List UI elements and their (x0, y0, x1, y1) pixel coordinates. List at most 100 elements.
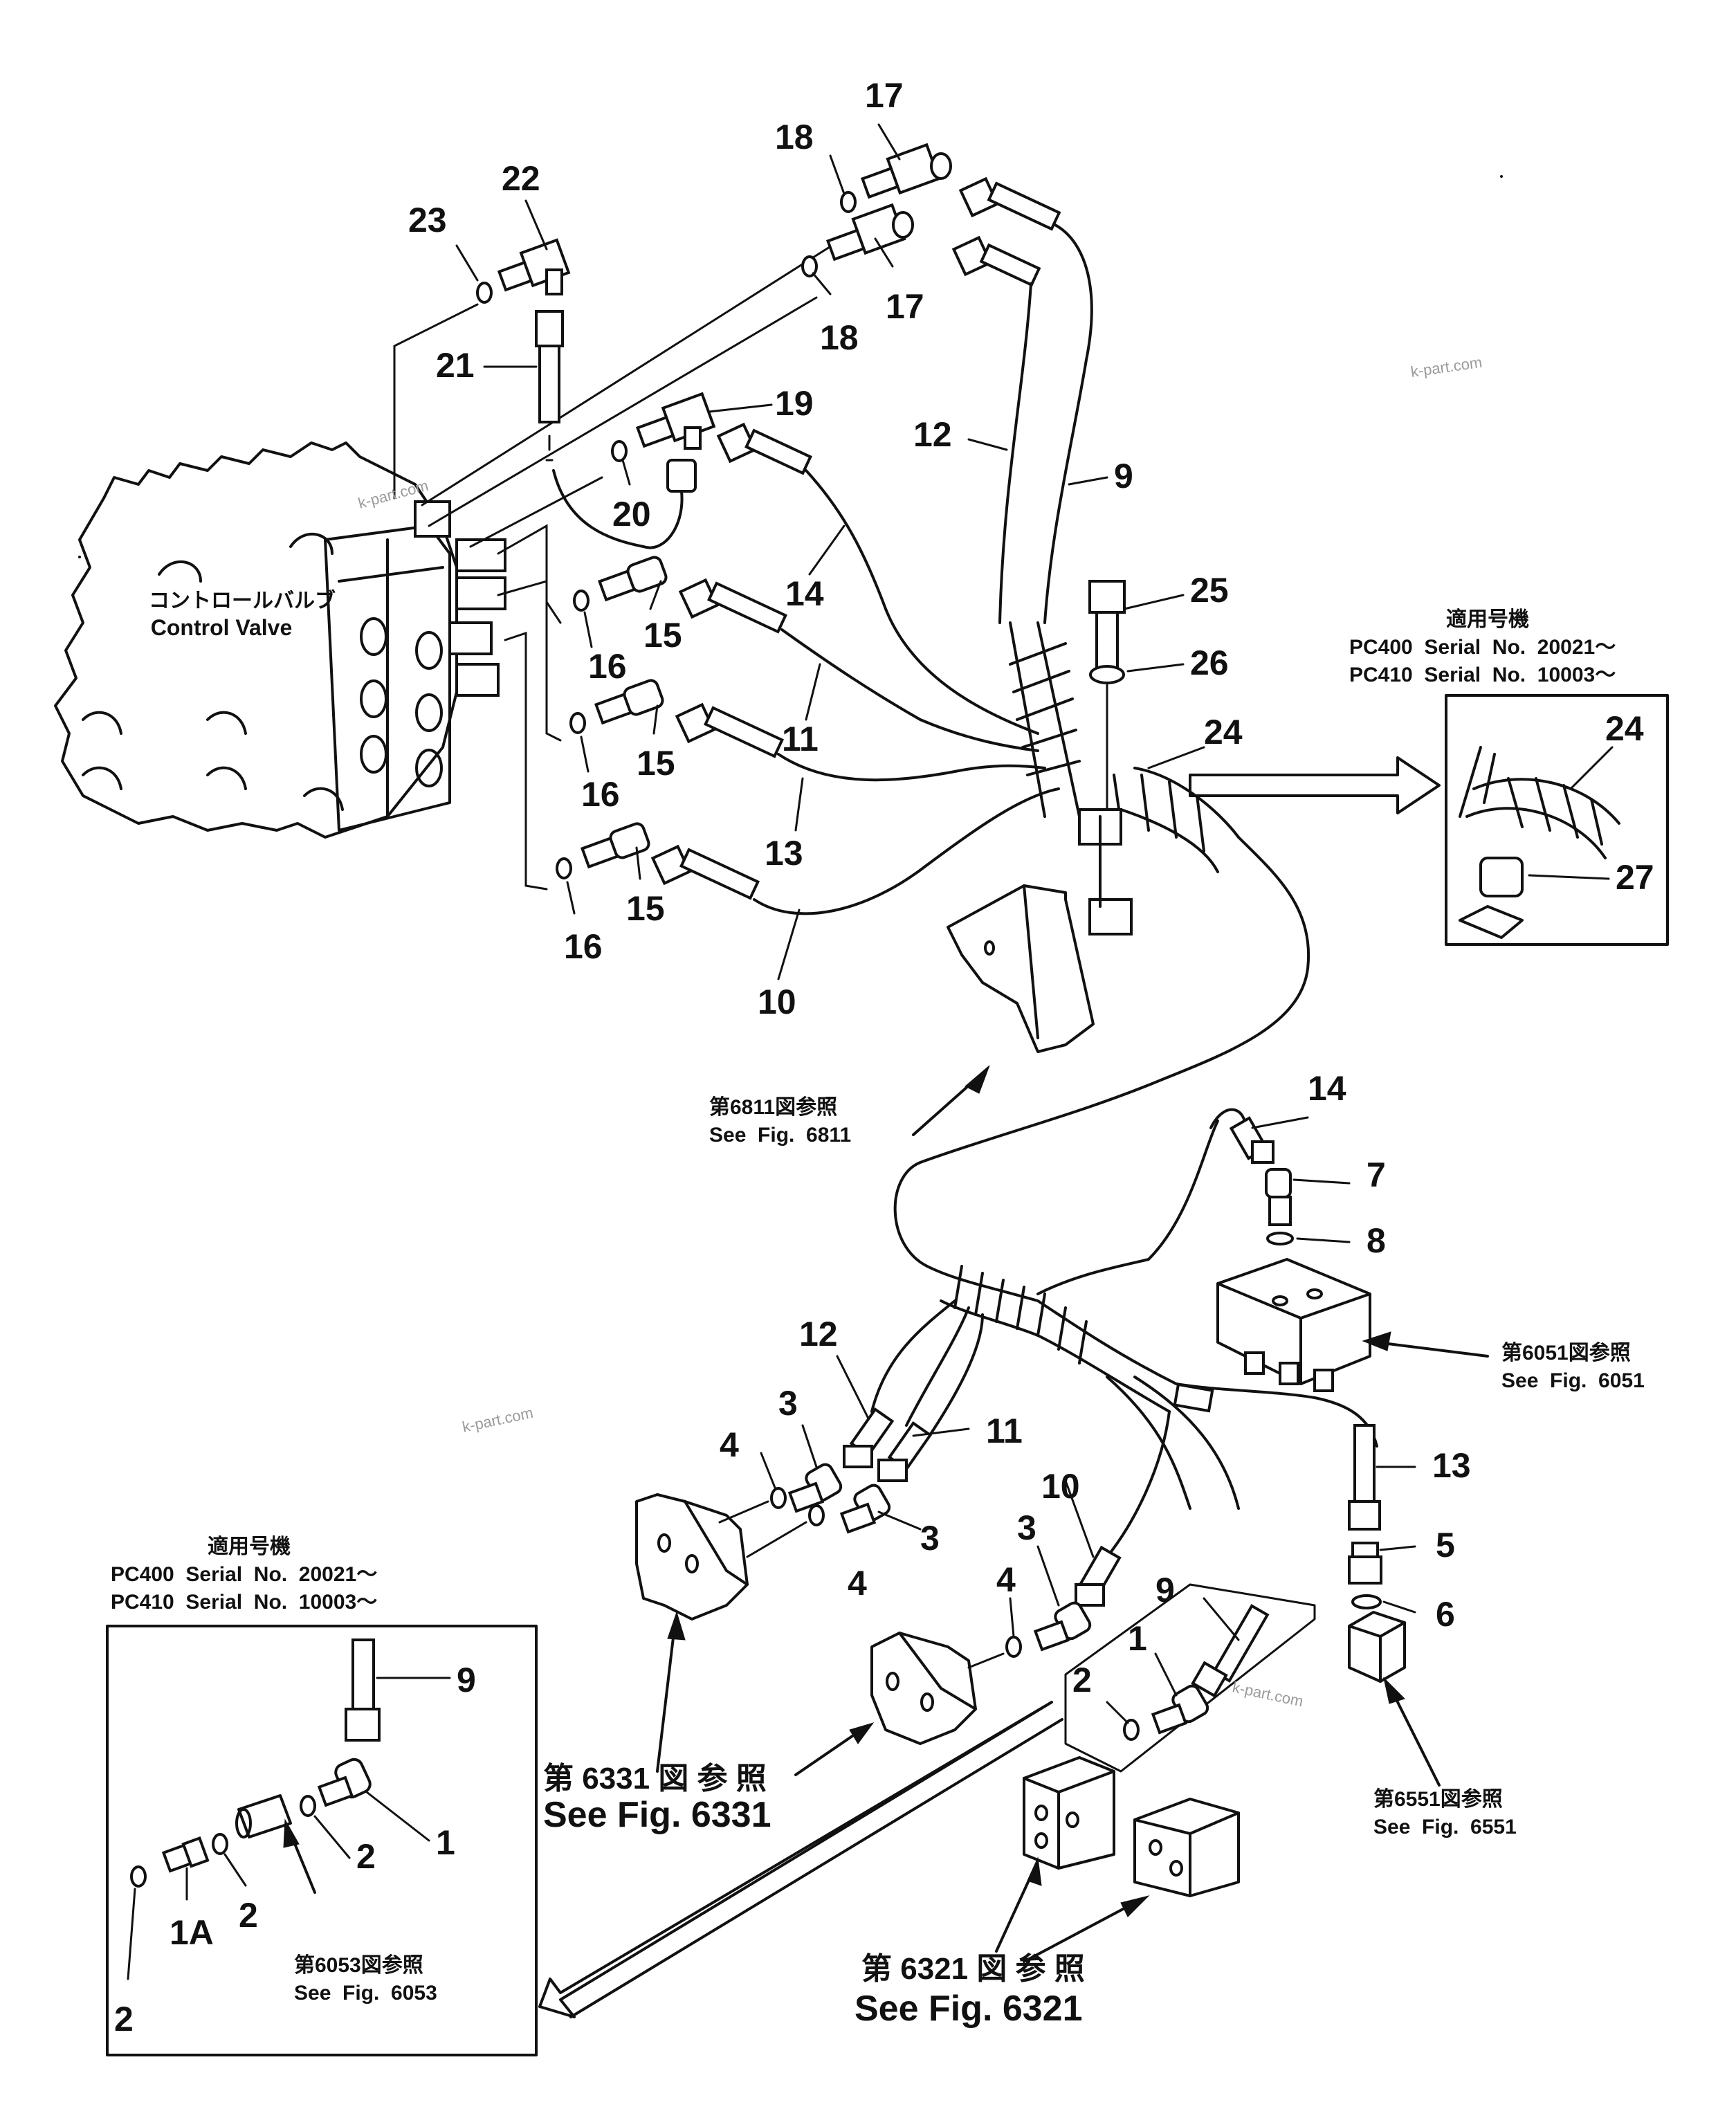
control-valve-icon (54, 441, 506, 839)
ref-6551-en: See Fig. 6551 (1373, 1816, 1517, 1838)
label-2-detail-c: 2 (114, 2000, 134, 2038)
valve-block-6331-lower-icon (870, 1632, 977, 1745)
label-3-c: 3 (1017, 1508, 1036, 1547)
arrow-6051-head-icon (1362, 1331, 1391, 1351)
arrow-6053-head-icon (283, 1818, 300, 1848)
o-ring-4-a-icon (770, 1487, 787, 1509)
label-16-b: 16 (581, 775, 620, 814)
label-18-lower: 18 (820, 318, 859, 357)
label-14-lower: 14 (1308, 1069, 1346, 1108)
label-10-lower: 10 (1041, 1467, 1080, 1506)
valve-block-6331-upper-icon (635, 1493, 749, 1621)
serial-detail-box-top (1445, 694, 1669, 946)
label-22: 22 (502, 159, 540, 198)
label-9-detail: 9 (457, 1661, 476, 1699)
label-1a-detail: 1A (170, 1913, 214, 1952)
label-24-detail: 24 (1605, 709, 1644, 748)
washer-26-icon (1089, 665, 1125, 684)
o-ring-20-icon (611, 440, 628, 462)
label-21: 21 (436, 346, 475, 385)
o-ring-18-upper-icon (840, 191, 857, 213)
label-17-upper: 17 (865, 76, 904, 115)
label-9-lower: 9 (1155, 1571, 1175, 1609)
label-2-detail-a: 2 (356, 1837, 376, 1876)
serial-bottom-row1: PC400 Serial No. 20021～ (111, 1563, 377, 1586)
arrow-6321-head-a-icon (1027, 1856, 1042, 1886)
connector-21-icon (535, 310, 564, 462)
hose-12-lower-end-icon (843, 1407, 895, 1468)
clamp-detail-icon (1459, 746, 1620, 939)
label-16-c: 16 (564, 927, 603, 966)
serial-bottom-row2: PC410 Serial No. 10003～ (111, 1591, 377, 1614)
serial-top-row2: PC410 Serial No. 10003～ (1349, 664, 1616, 686)
hoses-upper-icon (650, 176, 1093, 915)
o-ring-16-b-icon (569, 712, 586, 734)
o-ring-16-a-icon (573, 590, 590, 612)
label-26: 26 (1190, 643, 1229, 682)
valve-leader-lines (393, 241, 839, 891)
elbow-fitting-3-a-icon (787, 1463, 843, 1513)
elbow-fitting-22-icon (497, 238, 571, 295)
o-ring-16-c-icon (556, 857, 572, 879)
ref-6551-jp: 第6551図参照 (1373, 1787, 1503, 1811)
label-24-upper: 24 (1204, 713, 1243, 751)
arrow-6551-line (1389, 1687, 1441, 1787)
elbow-fitting-17-lower-icon (825, 203, 914, 262)
o-ring-6-icon (1351, 1594, 1382, 1609)
label-25: 25 (1190, 571, 1229, 610)
valve-block-6551-icon (1348, 1611, 1406, 1683)
valve-block-6051-icon (1216, 1258, 1371, 1392)
arrow-left-detail-edge (569, 1718, 1063, 2018)
ref-6053-en: See Fig. 6053 (294, 1982, 437, 2005)
control-valve-label-jp: コントロールバルブ (149, 589, 336, 612)
label-15-a: 15 (643, 616, 682, 655)
watermark-1: k-part.com (1409, 354, 1483, 381)
label-3-b: 3 (920, 1519, 940, 1558)
ref-6811-jp: 第6811図参照 (709, 1095, 837, 1119)
valve-block-6321-b-icon (1133, 1798, 1240, 1897)
label-15-b: 15 (637, 744, 675, 783)
arrow-6321-head-b-icon (1120, 1895, 1150, 1917)
label-12-lower: 12 (799, 1315, 838, 1353)
elbow-fitting-17-upper-icon (860, 143, 952, 199)
watermark-3: k-part.com (461, 1404, 535, 1436)
arrow-6321-line-b (1023, 1901, 1136, 1963)
leader-4c-line (967, 1652, 1005, 1669)
hose-short-20-icon (552, 459, 697, 549)
label-18-upper: 18 (775, 118, 814, 156)
arrow-left-detail-icon (538, 1701, 1053, 2018)
control-valve-label-en: Control Valve (151, 615, 293, 640)
elbow-fitting-15-c-icon (580, 822, 650, 869)
label-7: 7 (1367, 1156, 1386, 1194)
label-19: 19 (775, 384, 814, 423)
o-ring-8-icon (1266, 1232, 1294, 1245)
spiral-wrap-24-upper-icon (893, 621, 1310, 1268)
label-9-upper: 9 (1114, 457, 1133, 495)
arrow-6331-head-b-icon (849, 1722, 875, 1744)
o-ring-4-b-icon (808, 1504, 825, 1526)
arrow-right-detail-icon (1189, 756, 1441, 814)
label-16-a: 16 (588, 647, 627, 686)
label-5: 5 (1436, 1526, 1455, 1564)
hose-13-lower-icon (1348, 1424, 1381, 1531)
label-13-lower: 13 (1432, 1446, 1471, 1485)
bracket-6811-icon (947, 884, 1095, 1053)
label-8: 8 (1367, 1221, 1386, 1260)
label-17-lower: 17 (886, 287, 924, 326)
serial-top-title: 適用号機 (1446, 608, 1529, 631)
hose-10-lower-icon (1075, 1410, 1171, 1607)
o-ring-23-icon (476, 282, 493, 304)
label-1: 1 (1128, 1619, 1147, 1658)
serial-top-row1: PC400 Serial No. 20021～ (1349, 636, 1616, 659)
arrow-6331-head-a-icon (667, 1611, 686, 1641)
label-11-upper: 11 (782, 720, 819, 758)
label-4-c: 4 (996, 1560, 1016, 1599)
ref-6051-en: See Fig. 6051 (1501, 1369, 1645, 1392)
label-10-upper: 10 (758, 983, 796, 1021)
arrow-6321-line-a (995, 1867, 1036, 1953)
label-27: 27 (1616, 858, 1654, 897)
label-23: 23 (408, 201, 447, 239)
label-12-upper: 12 (913, 415, 952, 454)
arrow-6051-line (1376, 1341, 1489, 1358)
